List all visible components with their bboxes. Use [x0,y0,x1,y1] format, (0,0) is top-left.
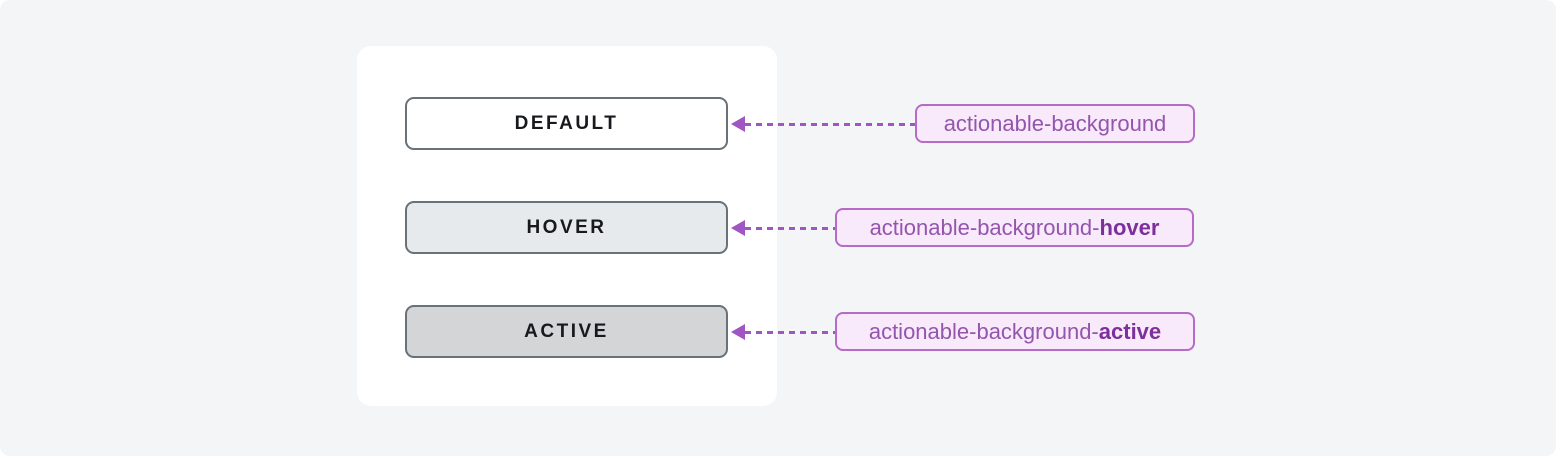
token-chip-default-text: actionable-background [943,110,1167,136]
token-chip-active-text: actionable-background- [868,318,1099,344]
state-button-hover[interactable]: HOVER [405,201,728,254]
dotted-line [745,226,835,230]
state-button-active[interactable]: ACTIVE [405,305,728,358]
annotation-arrow-default [731,116,915,132]
token-chip-active: actionable-background-active [835,312,1195,351]
state-button-default-label: DEFAULT [514,112,619,134]
arrow-left-icon [731,220,745,236]
state-button-active-label: ACTIVE [524,320,609,342]
token-chip-hover-suffix: hover [1099,214,1160,240]
token-chip-hover-text: actionable-background- [869,214,1100,240]
arrow-left-icon [731,324,745,340]
dotted-line [745,122,915,126]
token-chip-active-suffix: active [1098,318,1162,344]
state-button-hover-label: HOVER [526,216,607,238]
annotation-arrow-hover [731,220,835,236]
annotation-arrow-active [731,324,835,340]
arrow-left-icon [731,116,745,132]
state-button-default[interactable]: DEFAULT [405,97,728,150]
token-chip-hover: actionable-background-hover [835,208,1194,247]
dotted-line [745,330,835,334]
token-chip-default: actionable-background [915,104,1195,143]
